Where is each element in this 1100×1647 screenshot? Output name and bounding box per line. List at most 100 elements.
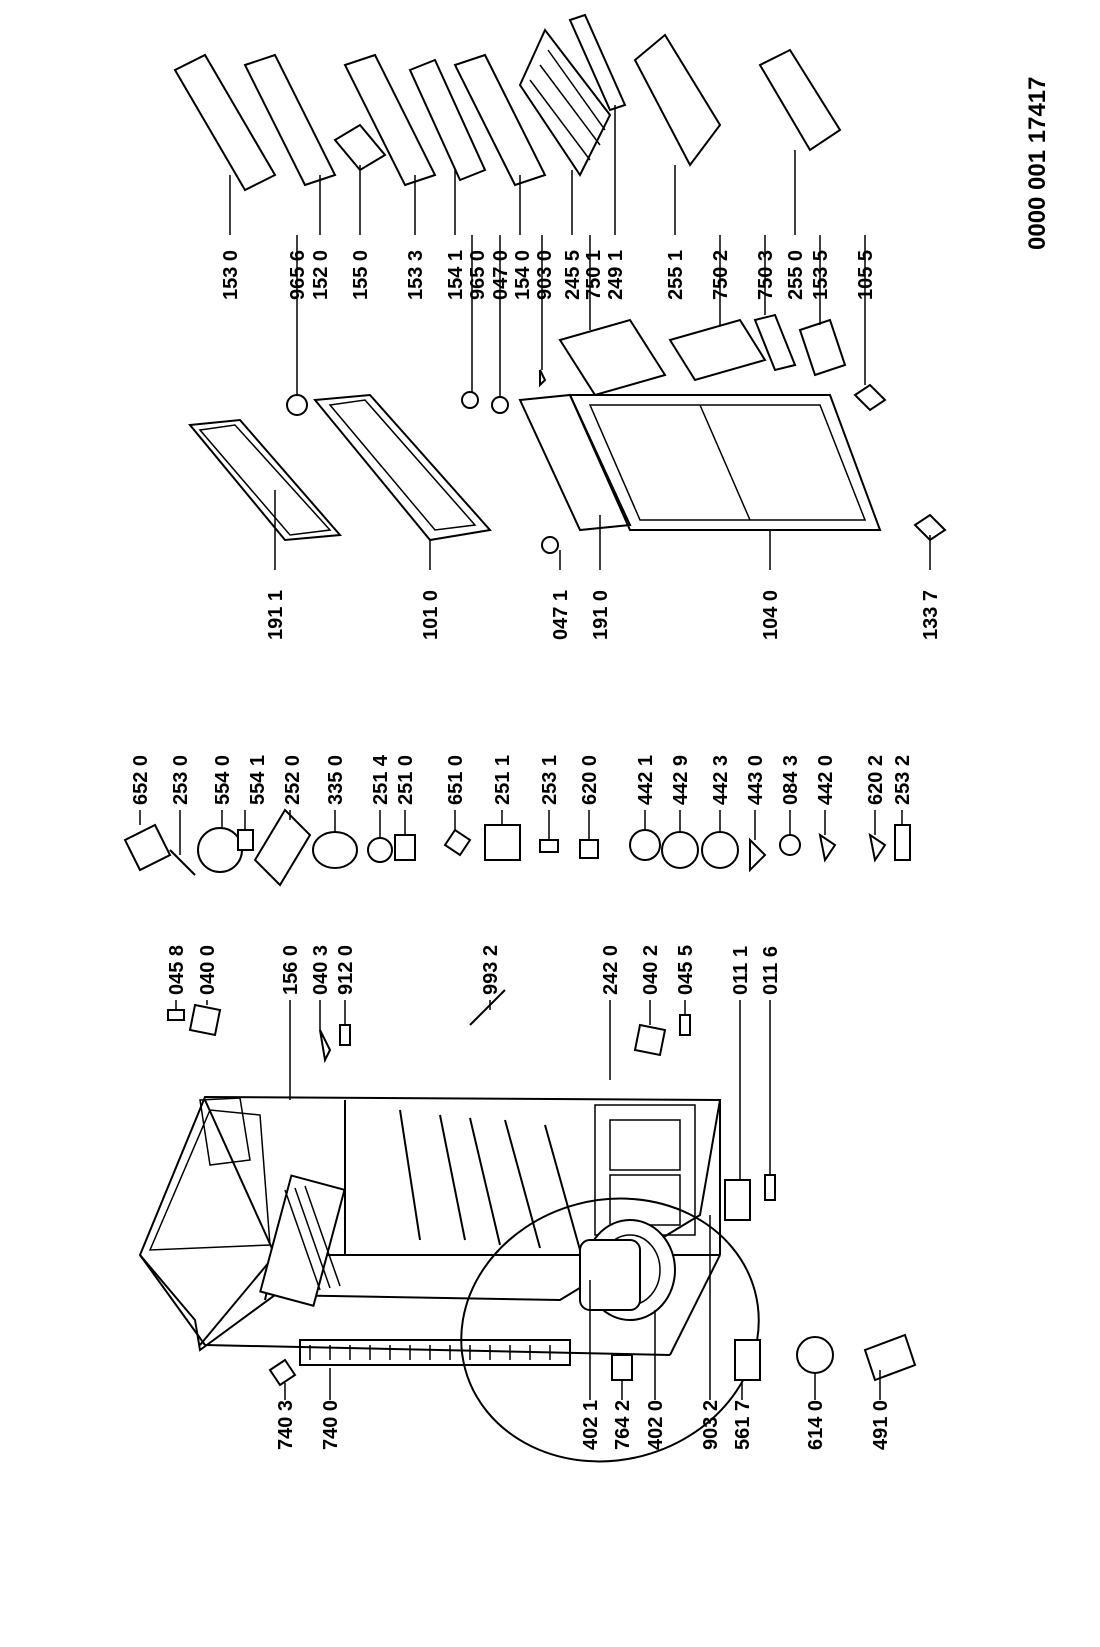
part-4910 (863, 1333, 917, 1382)
label-4429: 442 9 (670, 755, 692, 805)
label-0471: 047 1 (550, 590, 572, 640)
label-7502: 750 2 (710, 250, 732, 300)
label-2514: 251 4 (370, 754, 392, 805)
part-6520 (123, 823, 172, 872)
part-6200 (579, 839, 599, 859)
part-6140 (796, 1336, 834, 1374)
label-0458: 045 8 (166, 945, 188, 995)
cabinet-drawing (138, 1095, 760, 1463)
middle-components (123, 808, 911, 887)
part-1055 (853, 383, 887, 412)
label-1911: 191 1 (265, 590, 287, 640)
label-6520: 652 0 (130, 755, 152, 805)
part-0403 (319, 1029, 332, 1064)
doors-drawing (173, 13, 947, 554)
label-7400: 740 0 (320, 1400, 342, 1450)
part-0402 (633, 1023, 667, 1057)
part-0116 (764, 1174, 776, 1201)
label-2530: 253 0 (170, 755, 192, 805)
part-1541 (408, 58, 487, 182)
part-6202 (868, 832, 887, 863)
part-labels: 740 3 740 0 402 1 764 2 402 0 903 2 561 … (130, 250, 942, 1450)
part-2455 (518, 28, 612, 177)
label-7403: 740 3 (275, 1400, 297, 1450)
label-4420: 442 0 (815, 755, 837, 805)
label-6202: 620 2 (865, 755, 887, 805)
label-4021: 402 1 (580, 1400, 602, 1450)
part-9932 (469, 989, 506, 1026)
label-4430: 443 0 (745, 755, 767, 805)
part-2531 (539, 839, 559, 853)
label-2420: 242 0 (600, 945, 622, 995)
part-3350 (312, 831, 358, 869)
label-9656: 965 6 (287, 250, 309, 300)
label-1040: 104 0 (760, 590, 782, 640)
label-9120: 912 0 (335, 945, 357, 995)
part-0400 (188, 1003, 222, 1037)
condenser-coil (299, 1339, 571, 1366)
part-1530 (173, 53, 277, 192)
part-0458 (167, 1009, 185, 1021)
label-1535: 153 5 (810, 250, 832, 300)
label-6200: 620 0 (579, 755, 601, 805)
label-4020: 402 0 (645, 1400, 667, 1450)
part-1337 (913, 513, 947, 542)
label-1520: 152 0 (310, 250, 332, 300)
part-6510 (443, 828, 472, 857)
part-5540 (197, 827, 243, 873)
label-4910: 491 0 (870, 1400, 892, 1450)
label-5541: 554 1 (247, 755, 269, 805)
label-9650: 965 0 (467, 250, 489, 300)
part-1535 (798, 318, 847, 377)
label-2511: 251 1 (492, 755, 514, 805)
label-1337: 133 7 (920, 590, 942, 640)
part-9650 (461, 391, 479, 409)
part-2511 (484, 824, 521, 861)
label-2491: 249 1 (605, 250, 627, 300)
label-2510: 251 0 (395, 755, 417, 805)
part-4423 (701, 831, 739, 869)
label-6510: 651 0 (445, 755, 467, 805)
part-0111 (724, 1179, 751, 1221)
label-0116: 011 6 (760, 946, 782, 995)
compressor (579, 1219, 676, 1321)
label-1560: 156 0 (280, 945, 302, 995)
part-2491 (568, 13, 627, 112)
label-1541: 154 1 (445, 250, 467, 300)
label-0402: 040 2 (640, 945, 662, 995)
label-2531: 253 1 (539, 755, 561, 805)
label-1530: 153 0 (220, 250, 242, 300)
label-0400: 040 0 (197, 945, 219, 995)
label-9032: 903 2 (700, 1400, 722, 1450)
part-4430 (749, 837, 767, 873)
label-0403: 040 3 (310, 945, 332, 995)
left-components (167, 989, 917, 1387)
label-9030: 903 0 (534, 250, 556, 300)
part-4429 (661, 831, 699, 869)
label-1540: 154 0 (512, 250, 534, 300)
label-2455: 245 5 (562, 250, 584, 300)
part-0470 (491, 396, 509, 414)
part-9030 (539, 369, 547, 388)
part-5541 (237, 829, 254, 851)
part-0455 (679, 1014, 691, 1036)
label-1055: 105 5 (855, 250, 877, 300)
leader-lines (139, 105, 931, 1400)
label-1010: 101 0 (420, 590, 442, 640)
label-0455: 045 5 (675, 945, 697, 995)
label-2551: 255 1 (665, 250, 687, 300)
part-7403 (268, 1358, 297, 1387)
part-1533 (343, 53, 437, 187)
part-2520 (253, 808, 312, 887)
part-7501 (558, 318, 667, 397)
part-7503 (753, 313, 797, 372)
label-3350: 335 0 (325, 755, 347, 805)
evaporator-grid (259, 1174, 346, 1307)
label-0470: 047 0 (490, 250, 512, 300)
part-4420 (818, 832, 837, 863)
part-9656 (286, 394, 308, 416)
part-0843 (779, 834, 801, 856)
label-0843: 084 3 (780, 755, 802, 805)
label-7503: 750 3 (755, 250, 777, 300)
